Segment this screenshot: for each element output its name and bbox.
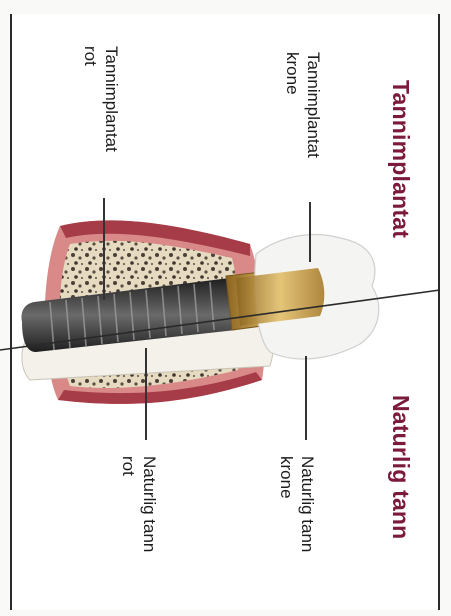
- label-natural-crown: Naturlig tann krone: [276, 456, 318, 552]
- label-natural-root: Naturlig tann rot: [118, 456, 160, 552]
- label-implant-crown: Tannimplantat krone: [282, 52, 324, 158]
- heading-natural: Naturlig tann: [387, 395, 414, 539]
- heading-implant: Tannimplantat: [387, 80, 414, 238]
- label-implant-root: Tannimplantat rot: [80, 46, 122, 152]
